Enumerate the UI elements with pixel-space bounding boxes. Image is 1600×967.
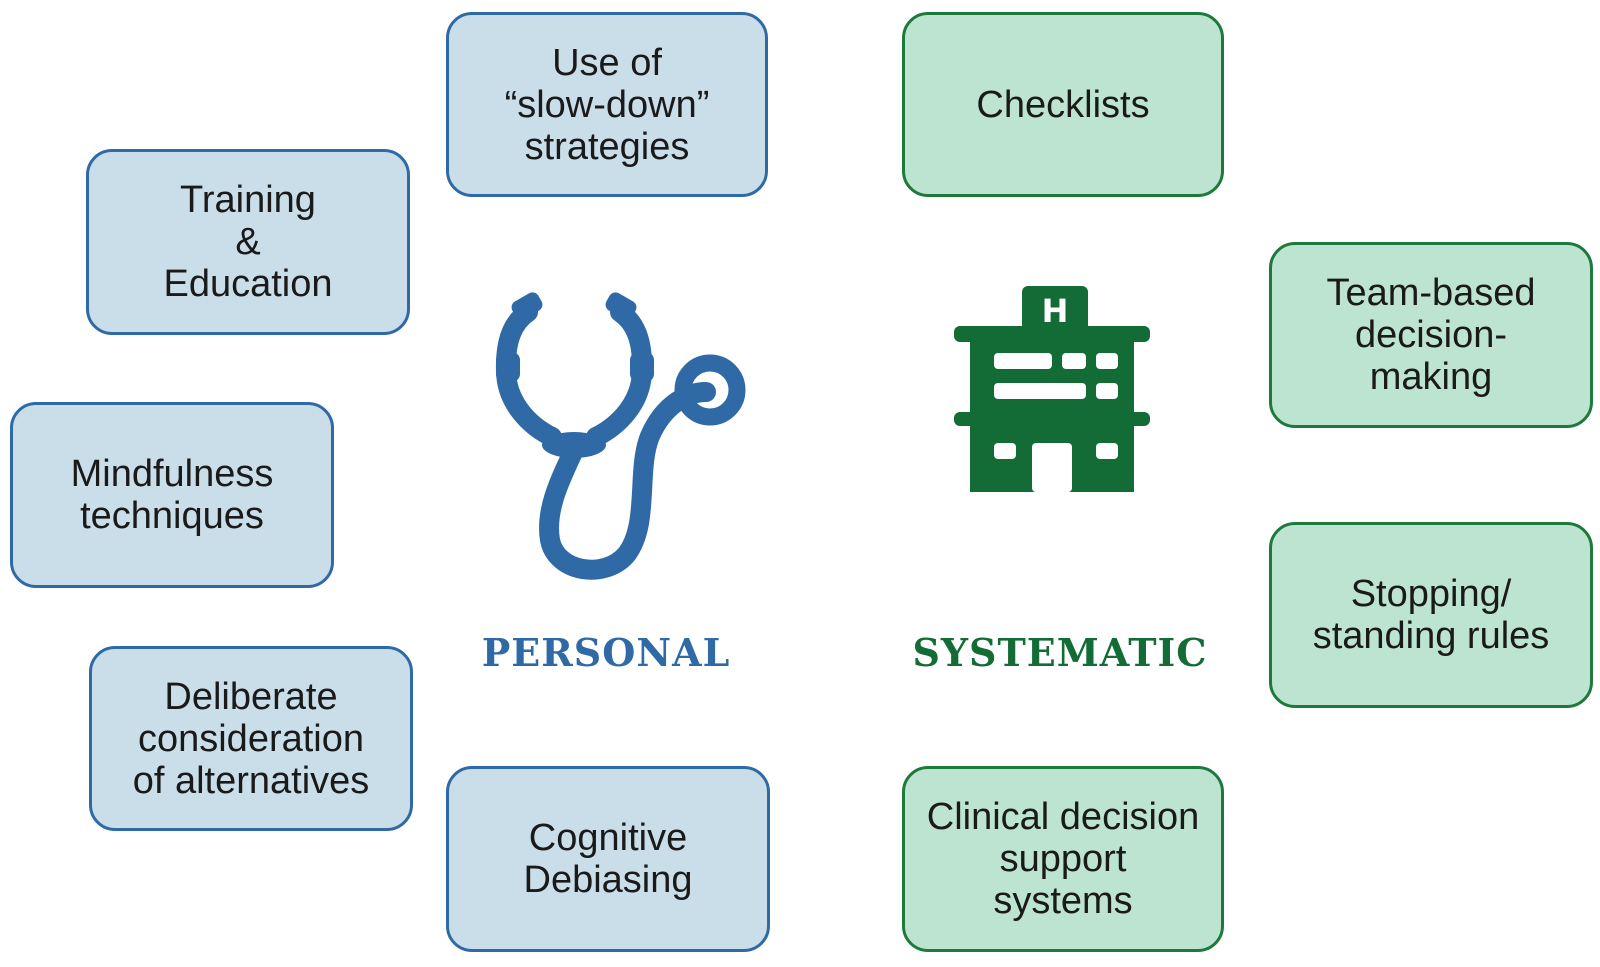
- systematic-item-clinical-decision-support: Clinical decision support systems: [902, 766, 1224, 952]
- systematic-item-team-based-decision-making: Team-based decision- making: [1269, 242, 1593, 428]
- hospital-icon: H: [954, 286, 1150, 492]
- personal-item-mindfulness-techniques: Mindfulness techniques: [10, 402, 334, 588]
- personal-label: PERSONAL: [481, 630, 731, 675]
- stethoscope-icon: [495, 292, 746, 580]
- systematic-item-checklists: Checklists: [902, 12, 1224, 197]
- systematic-label: SYSTEMATIC: [912, 630, 1208, 675]
- personal-item-cognitive-debiasing: Cognitive Debiasing: [446, 766, 770, 952]
- personal-item-slow-down-strategies: Use of “slow-down” strategies: [446, 12, 768, 197]
- hospital-h-letter: H: [1042, 292, 1069, 330]
- personal-item-deliberate-consideration: Deliberate consideration of alternatives: [89, 646, 413, 831]
- personal-item-training-education: Training & Education: [86, 149, 410, 335]
- systematic-item-stopping-standing-rules: Stopping/ standing rules: [1269, 522, 1593, 708]
